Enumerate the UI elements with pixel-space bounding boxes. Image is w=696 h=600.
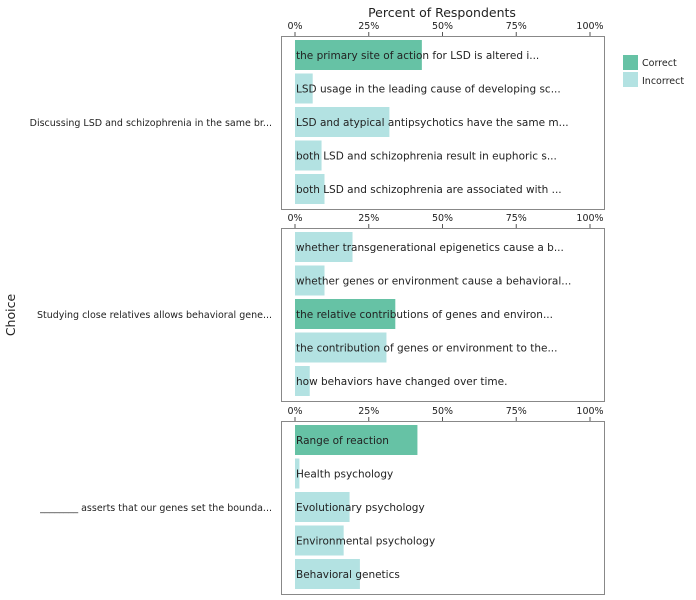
panel-frame <box>281 228 605 402</box>
bar-incorrect <box>295 140 322 171</box>
bar-incorrect <box>295 366 310 396</box>
bar-incorrect <box>295 232 353 262</box>
x-tick-label: 75% <box>506 21 527 32</box>
legend-swatch-correct <box>623 55 638 70</box>
choice-label: LSD and atypical antipsychotics have the… <box>296 117 569 129</box>
x-tick-label: 75% <box>506 213 527 224</box>
panels: 0% 25% 50% 75% 100% Discussing LSD and schizo… <box>30 21 605 595</box>
choice-label: how behaviors have changed over time. <box>296 376 507 388</box>
x-tick-label: 25% <box>358 213 379 224</box>
bar-incorrect <box>295 332 387 363</box>
choice-label: Environmental psychology <box>296 536 435 548</box>
bar-incorrect <box>295 492 350 522</box>
chart-title: Percent of Respondents <box>368 5 516 20</box>
x-tick-label: 0% <box>287 213 302 224</box>
x-tick-label: 25% <box>358 406 379 417</box>
bar-incorrect <box>295 107 390 137</box>
bar-correct <box>295 425 418 455</box>
choice-label: the primary site of action for LSD is al… <box>296 50 539 62</box>
x-tick-label: 0% <box>287 21 302 32</box>
choice-label: both LSD and schizophrenia result in eup… <box>296 151 557 163</box>
choice-label: both LSD and schizophrenia are associate… <box>296 184 562 196</box>
choice-label: whether genes or environment cause a beh… <box>296 276 571 288</box>
x-tick-label: 100% <box>576 21 603 32</box>
choice-label: LSD usage in the leading cause of develo… <box>296 84 561 96</box>
choice-label: whether transgenerational epigenetics ca… <box>296 242 564 254</box>
bar-incorrect <box>295 73 313 104</box>
bar-incorrect <box>295 525 344 556</box>
bar-correct <box>295 40 422 70</box>
legend-swatch-incorrect <box>623 72 638 87</box>
bar-correct <box>295 299 396 329</box>
panel-frame <box>281 421 605 595</box>
choice-label: Health psychology <box>296 469 393 481</box>
x-tick-label: 0% <box>287 406 302 417</box>
x-tick-label: 50% <box>432 21 453 32</box>
question-label: ________ asserts that our genes set the … <box>39 503 272 514</box>
choice-label: Range of reaction <box>296 435 389 447</box>
panel-3: 0% 25% 50% 75% 100% ________ asserts that our… <box>39 406 605 595</box>
panel-1: 0% 25% 50% 75% 100% Discussing LSD and schizo… <box>30 21 605 210</box>
x-tick-label: 25% <box>358 21 379 32</box>
question-label: Discussing LSD and schizophrenia in the … <box>30 118 272 129</box>
x-tick-label: 50% <box>432 406 453 417</box>
panel-2: 0% 25% 50% 75% 100% Studying close relatives … <box>37 213 605 402</box>
choice-label: Behavioral genetics <box>296 569 400 581</box>
x-tick-label: 75% <box>506 406 527 417</box>
choice-label: Evolutionary psychology <box>296 502 425 514</box>
question-label: Studying close relatives allows behavior… <box>37 310 272 321</box>
legend-label-correct: Correct <box>642 58 677 69</box>
x-tick-label: 100% <box>576 213 603 224</box>
y-axis-label: Choice <box>3 294 18 337</box>
bar-incorrect <box>295 458 300 489</box>
legend: Correct Incorrect <box>623 55 684 87</box>
choice-label: the contribution of genes or environment… <box>296 343 557 355</box>
choice-label: the relative contributions of genes and … <box>296 309 553 321</box>
legend-label-incorrect: Incorrect <box>642 76 684 87</box>
bar-incorrect <box>295 265 325 296</box>
bar-incorrect <box>295 559 360 589</box>
panel-frame <box>281 36 605 210</box>
bar-incorrect <box>295 174 325 204</box>
x-tick-label: 100% <box>576 406 603 417</box>
x-tick-label: 50% <box>432 213 453 224</box>
